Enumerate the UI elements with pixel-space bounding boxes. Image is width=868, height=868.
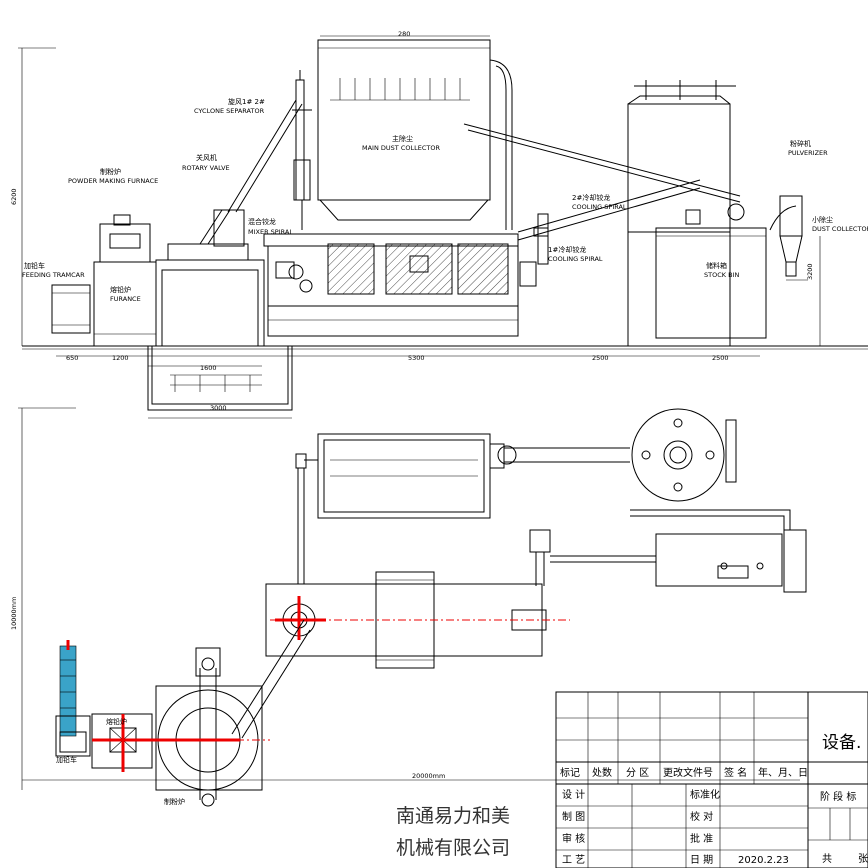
row-4-right: 日 期 xyxy=(690,854,713,866)
company-name-line1: 南通易力和美 xyxy=(396,805,510,827)
label-stock-bin-cn: 储料箱 xyxy=(706,261,727,270)
label-mixer-en: MIXER SPIRAL xyxy=(248,228,293,236)
label-small-collector-cn: 小除尘 xyxy=(812,215,833,224)
stock-bin xyxy=(655,227,767,339)
label-cooling1-en: COOLING SPIRAL xyxy=(548,255,603,263)
pulverizer-column xyxy=(59,645,77,737)
pit-dim: 3000 xyxy=(210,404,227,412)
dim-650: 650 xyxy=(66,354,78,362)
dim-1600: 1600 xyxy=(200,364,217,372)
label-main-cn: 主除尘 xyxy=(392,134,413,143)
label-cooling2-cn: 2#冷却铰龙 xyxy=(572,193,610,202)
row-4-left: 工 艺 xyxy=(562,854,585,866)
total-label: 共 xyxy=(822,853,832,865)
label-furnace-cn: 熔铅炉 xyxy=(110,285,131,294)
label-mixer-cn: 混合铰龙 xyxy=(248,217,276,226)
equipment-title: 设备. xyxy=(822,733,861,753)
main-width-dim: 280 xyxy=(398,30,410,38)
plan-feeding-car-label: 加铅车 xyxy=(56,755,77,764)
label-small-collector-en: DUST COLLECTOR xyxy=(812,225,868,233)
label-tramcar-cn: 加铅车 xyxy=(24,261,45,270)
main-dust-collector xyxy=(317,39,491,201)
dim-5300: 5300 xyxy=(408,354,425,362)
title-block: 标记 处数 分 区 更改文件号 签 名 年、月、日 设 计 标准化 制 图 校 … xyxy=(396,691,868,868)
sheet-label: 张 xyxy=(858,853,868,865)
header-col-3: 分 区 xyxy=(626,767,649,779)
header-col-6: 年、月、日 xyxy=(758,766,808,779)
right-height-dim: 3200 xyxy=(806,263,814,280)
dim-2500-a: 2500 xyxy=(592,354,609,362)
header-col-4: 更改文件号 xyxy=(663,766,713,779)
label-powder-furnace-en: POWDER MAKING FURNACE xyxy=(68,177,158,185)
powder-making-furnace xyxy=(155,259,265,347)
row-1-right: 标准化 xyxy=(690,788,720,801)
plan-width-dim: 20000mm xyxy=(412,772,445,780)
row-3-left: 审 核 xyxy=(562,832,585,845)
label-rotary-valve-en: ROTARY VALVE xyxy=(182,164,230,172)
melting-furnace xyxy=(93,261,157,347)
row-1-left: 设 计 xyxy=(562,788,585,801)
label-pulverizer-en: PULVERIZER xyxy=(788,149,828,157)
label-powder-furnace-cn: 制粉炉 xyxy=(100,167,121,176)
plan-powder-furnace-label: 制粉炉 xyxy=(164,797,185,806)
header-col-1: 标记 xyxy=(560,767,580,779)
feeding-tramcar xyxy=(51,284,91,334)
label-furnace-en: FURANCE xyxy=(110,295,141,303)
label-cyclone-en: CYCLONE SEPARATOR xyxy=(194,107,265,115)
label-pulverizer-cn: 粉碎机 xyxy=(790,139,811,148)
elevation-view: 6200 xyxy=(10,30,868,419)
plan-melting-furnace-label: 熔铅炉 xyxy=(106,717,127,726)
dim-2500-b: 2500 xyxy=(712,354,729,362)
date-value: 2020.2.23 xyxy=(738,855,789,866)
header-col-2: 处数 xyxy=(592,766,612,779)
label-cyclone-cn: 旋风1# 2# xyxy=(228,97,265,106)
label-cooling2-en: COOLING SPIRAL xyxy=(572,203,627,211)
plan-height-dim: 10000mm xyxy=(10,597,18,630)
plan-view: 10000mm 20000mm xyxy=(10,407,807,807)
label-cooling1-cn: 1#冷却铰龙 xyxy=(548,245,586,254)
company-name-line2: 机械有限公司 xyxy=(396,837,510,859)
row-3-right: 批 准 xyxy=(690,832,713,845)
height-dim-6200: 6200 xyxy=(10,188,18,205)
label-main-en: MAIN DUST COLLECTOR xyxy=(362,144,440,152)
row-2-right: 校 对 xyxy=(690,810,713,823)
stage-label: 阶 段 标 xyxy=(820,790,856,803)
dim-1200: 1200 xyxy=(112,354,129,362)
label-stock-bin-en: STOCK BIN xyxy=(704,271,739,279)
label-tramcar-en: FEEDING TRAMCAR xyxy=(22,271,85,279)
label-rotary-valve-cn: 关风机 xyxy=(196,153,217,162)
row-2-left: 制 图 xyxy=(562,810,585,823)
header-col-5: 签 名 xyxy=(724,766,747,779)
